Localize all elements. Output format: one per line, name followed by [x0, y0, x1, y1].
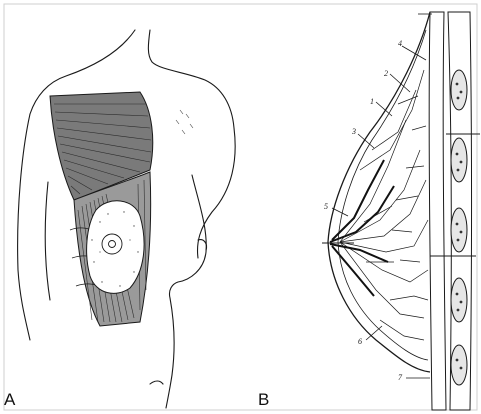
breast-contour: [169, 175, 206, 298]
waist-contour: [166, 298, 174, 408]
breast-inner-outline: [338, 30, 428, 360]
rib-section: [451, 70, 467, 110]
rib-section: [451, 138, 467, 182]
panel-a-label: A: [4, 391, 15, 408]
breast-window-shape: [87, 201, 144, 294]
rib-section: [451, 345, 467, 385]
breast-section: [322, 12, 430, 372]
leader-label-1: 1: [370, 98, 374, 106]
lobular-network: [340, 70, 428, 340]
neck-contour: [148, 30, 234, 128]
skin-hatching: [176, 110, 193, 134]
breast-window: [87, 201, 144, 294]
leader-label-6: 6: [358, 338, 362, 346]
waist-mark: [150, 381, 163, 384]
rib-section: [451, 278, 467, 322]
chest-wall: [429, 12, 471, 410]
leader-label-3: 3: [352, 128, 356, 136]
torso-right-contour: [198, 128, 236, 258]
nipple-contour: [198, 240, 207, 250]
arm-inner-contour: [45, 182, 50, 300]
leader-label-2: 2: [384, 70, 388, 78]
leader-label-5: 5: [324, 203, 328, 211]
chest-wall-band: [429, 12, 446, 410]
rib-section: [451, 208, 467, 252]
arm-contour: [18, 114, 30, 340]
panel-b-label: B: [258, 391, 269, 408]
breast-skin-outline: [328, 12, 430, 372]
leader-label-7: 7: [398, 374, 402, 382]
leader-label-4: 4: [398, 40, 402, 48]
